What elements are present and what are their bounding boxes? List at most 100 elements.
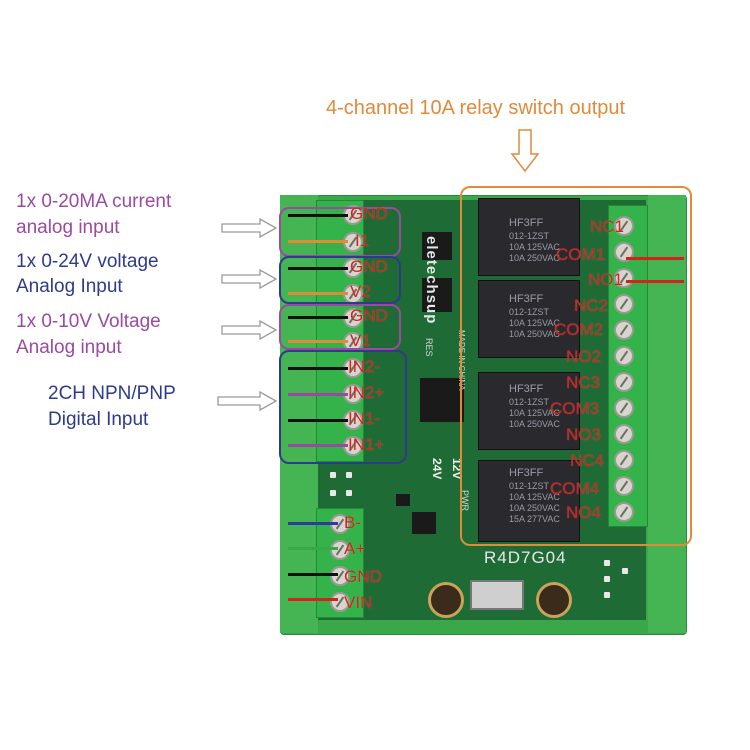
pin-no1: NO1 — [588, 270, 623, 289]
wire-red — [288, 598, 338, 601]
relay-spec: 10A 250VAC — [509, 253, 560, 263]
current-input-label-1: 1x 0-20MA current — [16, 191, 172, 212]
right-arrow-icon — [217, 390, 278, 412]
ic-chip — [420, 378, 464, 422]
pin-v1: V1 — [350, 331, 371, 350]
screw — [330, 566, 350, 586]
pin-i1: I1 — [355, 231, 370, 250]
screw — [614, 424, 634, 444]
v24-text: 24V — [430, 458, 444, 480]
wire-black — [288, 316, 348, 319]
ic-chip — [396, 494, 410, 506]
pin-com4: COM4 — [550, 479, 600, 498]
down-arrow-icon — [510, 129, 540, 173]
pin-gnd: GND — [344, 567, 382, 586]
screw — [614, 450, 634, 470]
relay-name: HF3FF — [509, 383, 544, 395]
wire-purple — [288, 444, 348, 447]
pin-in1-neg: IN1- — [348, 409, 381, 428]
screw — [614, 216, 634, 236]
pin-com2: COM2 — [554, 320, 604, 339]
led — [604, 592, 610, 598]
relay-spec: 15A 277VAC — [509, 514, 560, 524]
relay-name: HF3FF — [509, 217, 544, 229]
screw — [614, 320, 634, 340]
right-arrow-icon — [221, 319, 278, 341]
wire-orange — [288, 340, 348, 343]
digital-label-2: Digital Input — [48, 409, 149, 430]
model-text: R4D7G04 — [484, 548, 567, 567]
current-input-label-2: analog input — [16, 217, 120, 238]
right-arrow-icon — [221, 268, 278, 290]
wire-black — [288, 573, 338, 576]
voltage24-label-2: Analog Input — [16, 276, 123, 297]
rail-clip-right — [648, 195, 686, 633]
led — [622, 568, 628, 574]
relay-spec: 012-1ZST — [509, 481, 550, 491]
relay-spec: 10A 125VAC — [509, 318, 560, 328]
led — [604, 560, 610, 566]
pin-in2-pos: IN2+ — [348, 383, 385, 402]
relay-3: HF3FF 012-1ZST 10A 125VAC 10A 250VAC — [478, 372, 580, 450]
wire-black — [288, 419, 348, 422]
screw — [614, 398, 634, 418]
pin-no4: NO4 — [566, 503, 601, 522]
pin-no2: NO2 — [566, 347, 601, 366]
led — [330, 472, 336, 478]
screw — [330, 540, 350, 560]
regulator — [470, 580, 524, 610]
voltage24-input-outline — [279, 256, 401, 304]
pin-gnd: GND — [350, 306, 388, 325]
pin-in2-neg: IN2- — [348, 357, 381, 376]
screw — [614, 346, 634, 366]
voltage24-label-1: 1x 0-24V voltage — [16, 251, 159, 272]
wire-orange — [288, 292, 348, 295]
screw — [330, 592, 350, 612]
relay-name: HF3FF — [509, 467, 544, 479]
brand-text: eletechsup — [423, 236, 440, 325]
relay-output-outline — [460, 186, 692, 546]
relay-spec: 10A 250VAC — [509, 419, 560, 429]
capacitor — [428, 582, 464, 618]
relay-spec: 012-1ZST — [509, 307, 550, 317]
led — [604, 576, 610, 582]
wire-black — [288, 367, 348, 370]
ic-chip — [422, 232, 452, 260]
digital-label-1: 2CH NPN/PNP — [48, 383, 176, 404]
wire-red — [626, 257, 684, 260]
screw — [614, 268, 634, 288]
digital-input-outline — [279, 350, 407, 464]
wire-blue — [288, 522, 338, 525]
pin-nc1: NC1 — [590, 217, 625, 236]
pin-vin: VIN — [344, 593, 373, 612]
pin-com1: COM1 — [556, 245, 606, 264]
screw — [614, 502, 634, 522]
led — [330, 490, 336, 496]
relay-spec: 10A 250VAC — [509, 503, 560, 513]
relay-spec: 10A 125VAC — [509, 242, 560, 252]
relay-spec: 012-1ZST — [509, 397, 550, 407]
relay-1: HF3FF 012-1ZST 10A 125VAC 10A 250VAC — [478, 198, 580, 276]
pin-v2: V2 — [350, 282, 371, 301]
wire-purple — [288, 393, 348, 396]
pin-nc2: NC2 — [574, 296, 609, 315]
relay-spec: 10A 125VAC — [509, 408, 560, 418]
relay-2: HF3FF 012-1ZST 10A 125VAC 10A 250VAC — [478, 280, 580, 358]
right-arrow-icon — [221, 217, 278, 239]
wire-green — [288, 547, 338, 550]
led — [346, 490, 352, 496]
screw — [614, 294, 634, 314]
pin-in1-pos: IN1+ — [348, 435, 385, 454]
wire-black — [288, 267, 348, 270]
ic-chip — [412, 512, 436, 534]
relay-spec: 012-1ZST — [509, 231, 550, 241]
voltage10-label-1: 1x 0-10V Voltage — [16, 311, 161, 332]
relay-output-title: 4-channel 10A relay switch output — [326, 97, 626, 119]
led — [346, 472, 352, 478]
relay-4: HF3FF 012-1ZST 10A 125VAC 10A 250VAC 15A… — [478, 460, 580, 542]
ic-chip — [422, 278, 452, 312]
relay-name: HF3FF — [509, 293, 544, 305]
capacitor — [536, 582, 572, 618]
relay-spec: 10A 250VAC — [509, 329, 560, 339]
wire-red — [626, 280, 684, 283]
